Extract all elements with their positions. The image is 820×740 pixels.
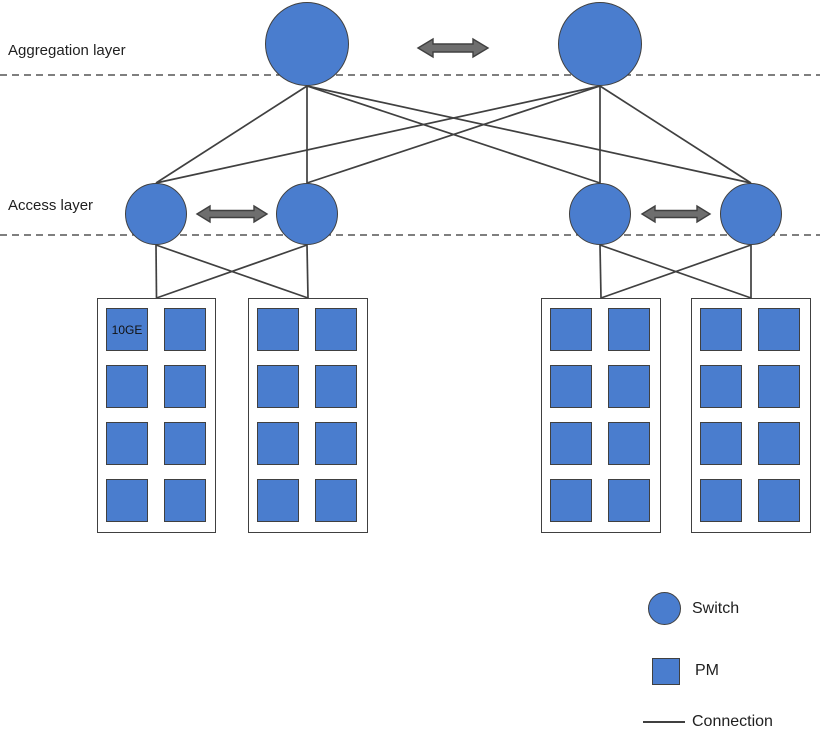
pm-node [164,422,206,465]
pm-node [164,365,206,408]
pm-node [315,308,357,351]
pm-node [164,308,206,351]
pm-node [106,479,148,522]
aggregation-switch-1 [265,2,349,86]
rack-4 [691,298,811,533]
pm-node [315,365,357,408]
pm-node [257,422,299,465]
pm-node [106,422,148,465]
pm-node [550,308,592,351]
pm-node [608,308,650,351]
double-arrow [640,204,712,224]
connection-line [155,244,158,299]
connection-line [599,244,602,299]
connection-line [306,244,309,299]
pm-node [257,365,299,408]
pm-node [315,422,357,465]
connection-line [155,85,308,184]
connection-line [306,85,601,184]
legend-switch-label: Switch [692,600,740,617]
aggregation-layer-label: Aggregation layer [8,42,126,59]
pm-node [700,365,742,408]
pm-node [550,479,592,522]
pm-node [758,422,800,465]
pm-node [550,422,592,465]
pm-node [608,365,650,408]
pm-node [758,365,800,408]
pm-node [550,365,592,408]
pm-node [164,479,206,522]
connection-line [156,244,308,299]
connection-legend-icon [643,721,685,723]
pm-node [608,479,650,522]
pm-node [758,308,800,351]
pm-legend-icon [652,658,680,685]
access-switch-1 [125,183,187,245]
pm-node [257,308,299,351]
pm-node [315,479,357,522]
pm-node-10ge: 10GE [106,308,148,351]
rack-2 [248,298,368,533]
pm-node [257,479,299,522]
rack-1: 10GE [97,298,216,533]
pm-node [106,365,148,408]
connection-line [306,85,752,184]
access-switch-4 [720,183,782,245]
double-arrow [195,204,269,224]
legend-connection-label: Connection [692,713,773,730]
pm-node [700,308,742,351]
access-layer-label: Access layer [8,197,94,214]
rack-3 [541,298,661,533]
connection-line [599,85,752,184]
connection-line [600,244,752,299]
connection-line [155,85,601,184]
access-switch-2 [276,183,338,245]
pm-node [608,422,650,465]
double-arrow [416,37,490,59]
legend-pm-label: PM [695,662,719,679]
pm-node [700,422,742,465]
pm-node [700,479,742,522]
pm-node [758,479,800,522]
aggregation-switch-2 [558,2,642,86]
access-switch-3 [569,183,631,245]
switch-legend-icon [648,592,681,625]
